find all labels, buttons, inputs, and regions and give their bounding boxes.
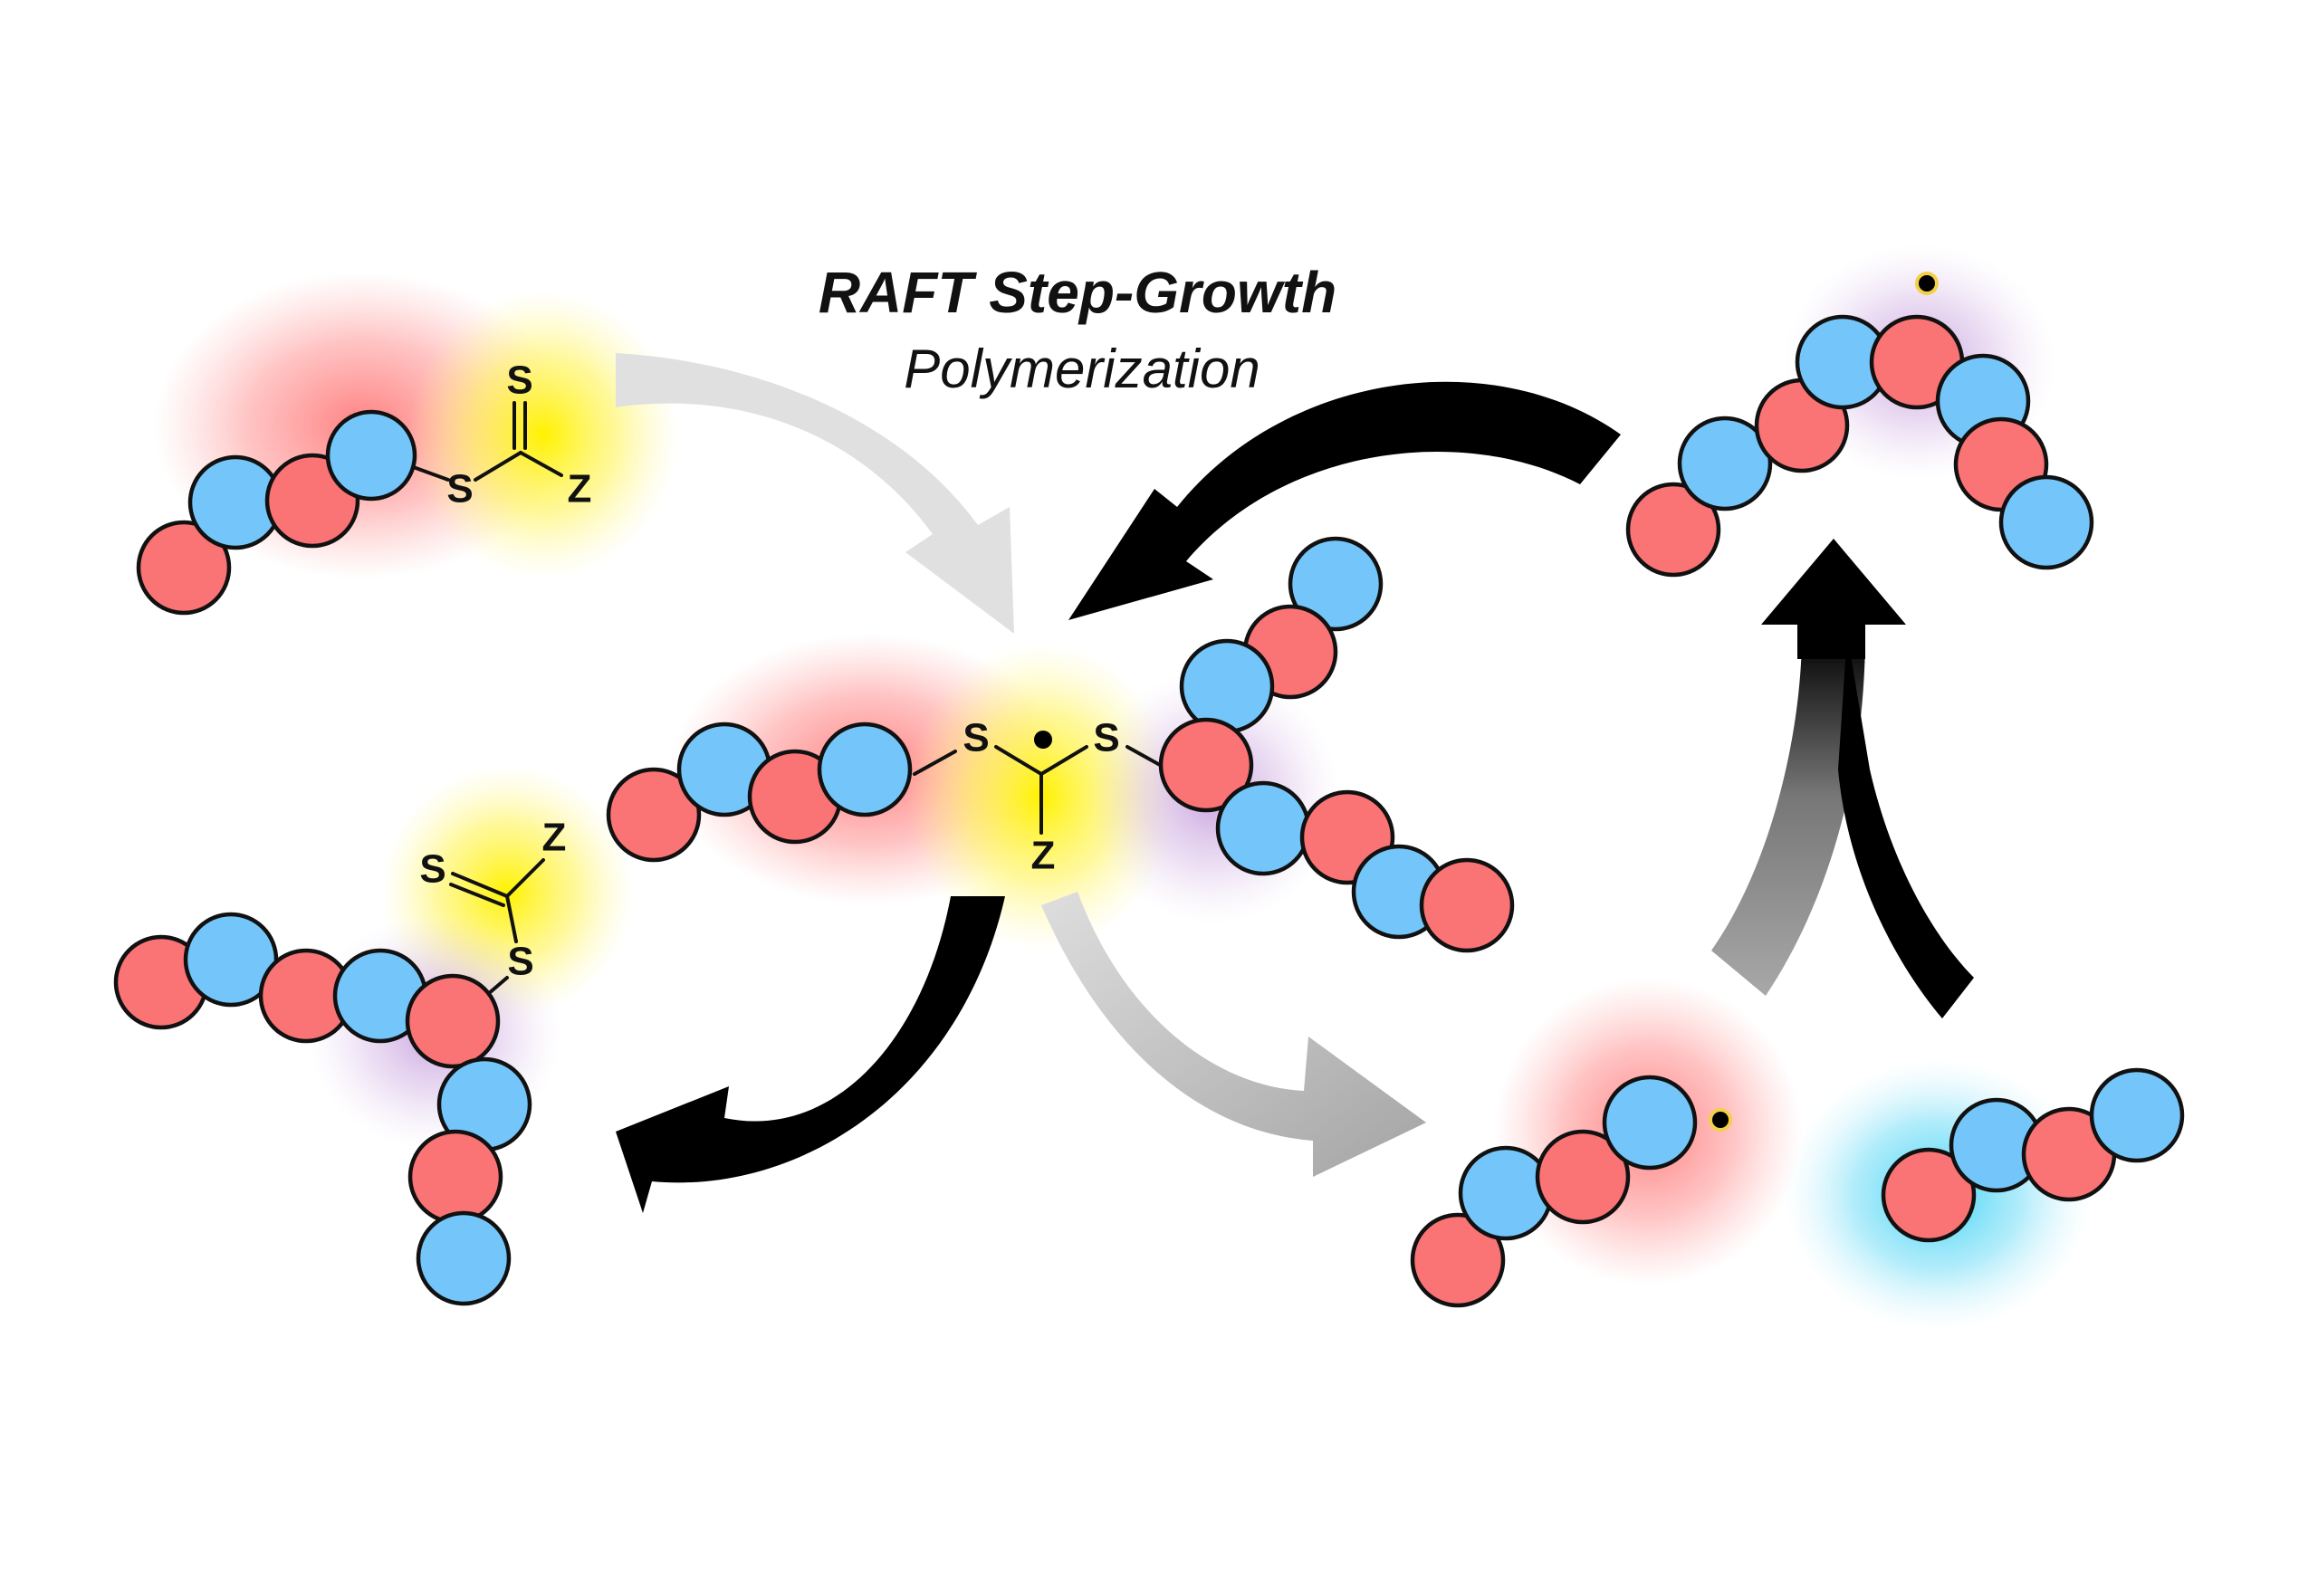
arrow-black-to-top-right	[1838, 634, 1974, 1018]
chain-intermediate-left	[606, 722, 913, 863]
atom-z: Z	[568, 467, 592, 511]
arrow-top-left-to-center	[616, 353, 1014, 634]
atom-s-thione-bl: S	[419, 847, 445, 892]
title-line-1: RAFT Step-Growth	[819, 260, 1336, 325]
chain-product-bottom-left	[113, 912, 532, 1306]
chain-radical-chain-bottom-middle	[1410, 1075, 1698, 1308]
monomer-bead-red	[1535, 1129, 1631, 1225]
chain-intermediate-right-lower	[1215, 780, 1515, 953]
atom-s-left: S	[963, 716, 989, 760]
atom-s-link: S	[507, 940, 533, 984]
arrows	[616, 353, 1974, 1213]
chain-monomer-chain-bottom-right	[1881, 1067, 2185, 1243]
arrow-head-top-right	[1761, 539, 1906, 625]
atom-z-center: Z	[1031, 834, 1056, 878]
monomer-bead-red	[407, 1129, 503, 1225]
arrow-center-to-bottom-left	[616, 896, 1005, 1213]
monomer-bead-blue	[1215, 780, 1311, 876]
monomer-bead-red	[1410, 1212, 1506, 1308]
end-group-bottom-left: S S Z	[419, 816, 567, 1007]
monomer-bead-blue	[1602, 1075, 1698, 1171]
glow-yellow-top-left	[407, 290, 679, 579]
atom-z-bl: Z	[542, 816, 567, 860]
radical-dot-top-right	[1915, 272, 1939, 295]
monomer-bead-blue	[2089, 1067, 2185, 1163]
chain-raft-agent-top-left	[136, 409, 417, 616]
atom-s-thione: S	[506, 358, 532, 403]
arrow-gradient-to-top-right	[1711, 634, 1865, 996]
monomer-bead-blue	[325, 409, 417, 502]
title-line-2: Polymerization	[904, 339, 1260, 399]
radical-dot-center	[1034, 731, 1052, 749]
arrow-top-right-to-center	[1068, 381, 1621, 620]
end-group-top-left: S S Z	[397, 358, 592, 511]
monomer-bead-blue	[817, 722, 913, 817]
monomer-bead-red	[1625, 482, 1721, 578]
monomer-bead-red	[405, 973, 501, 1069]
polymer-beads	[113, 314, 2185, 1308]
monomer-bead-blue	[1288, 536, 1384, 632]
atom-s-right: S	[1093, 716, 1119, 760]
monomer-bead-blue	[1677, 416, 1773, 511]
monomer-bead-red	[1881, 1147, 1977, 1243]
monomer-bead-red	[1419, 857, 1515, 953]
arrow-stem-top-right	[1797, 623, 1865, 659]
radical-dot-bottom-middle	[1709, 1108, 1732, 1132]
chain-radical-chain-top-right	[1625, 314, 2094, 578]
monomer-bead-red	[136, 520, 232, 616]
monomer-bead-blue	[1179, 638, 1275, 734]
monomer-bead-blue	[1998, 474, 2094, 570]
monomer-bead-blue	[1458, 1145, 1554, 1241]
monomer-bead-red	[1158, 717, 1254, 813]
monomer-bead-blue	[416, 1210, 512, 1306]
monomer-bead-red	[606, 767, 702, 863]
intermediate-radical: S S Z	[913, 716, 1170, 878]
chain-intermediate-right-upper	[1158, 536, 1384, 813]
atom-s-thioether: S	[446, 467, 473, 511]
arrow-center-to-bottom-right	[1041, 892, 1426, 1177]
